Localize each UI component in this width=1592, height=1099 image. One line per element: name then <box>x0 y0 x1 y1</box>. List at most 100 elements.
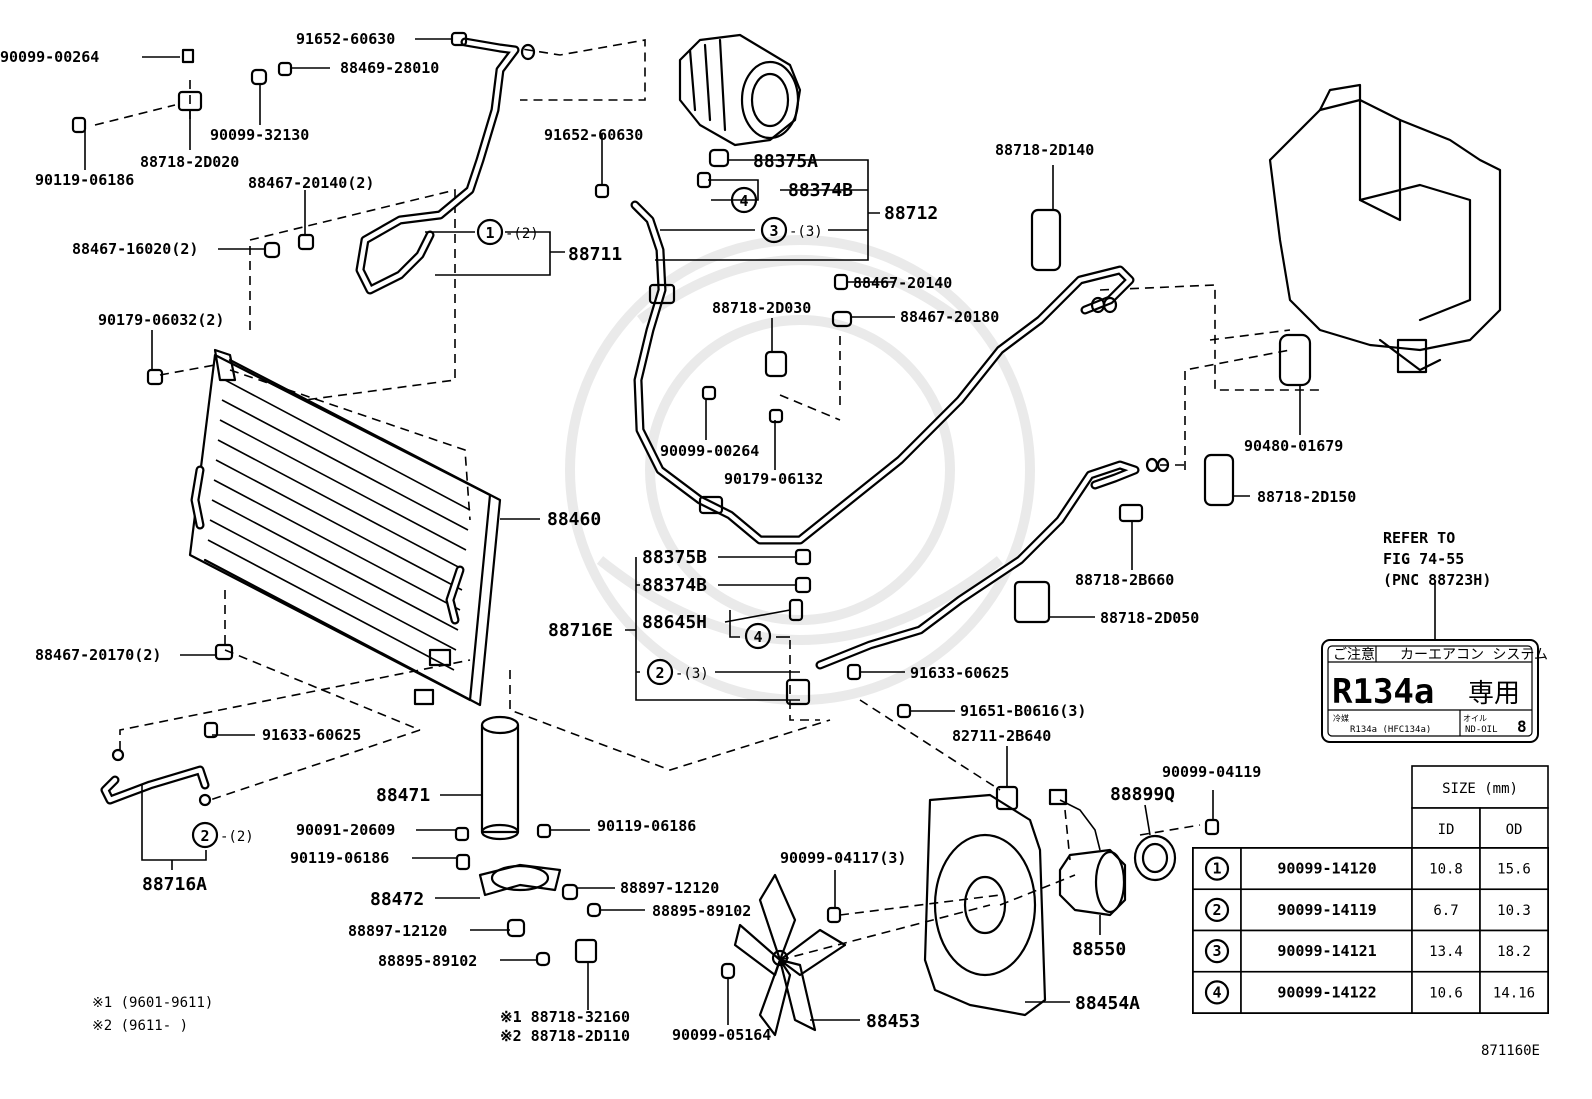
size-table-od: 14.16 <box>1493 985 1535 1001</box>
label-88454A: 88454A <box>1075 993 1140 1014</box>
note-1: ※1 (9601-9611) <box>92 995 213 1011</box>
cooling-fan <box>733 873 847 1037</box>
compressor <box>678 33 802 147</box>
refrigerant-label-sticker: ご注意 カーエアコン システム R134a 専用 冷媒 R134a (HFC13… <box>1321 639 1548 743</box>
label-91633-60625-b: 91633-60625 <box>910 664 1009 682</box>
condenser-outlet-tube <box>100 748 212 807</box>
circle-ref-4-upper: 4 <box>730 186 758 214</box>
size-table-id: 6.7 <box>1433 903 1458 919</box>
label-88711: 88711 <box>568 244 622 265</box>
sticker-oil-label: オイル <box>1463 714 1487 723</box>
size-table-col-id: ID <box>1438 822 1455 838</box>
size-table-row: 4 90099-14122 10.6 14.16 <box>1192 970 1549 1014</box>
label-90099-32130: 90099-32130 <box>210 126 309 144</box>
receiver-bracket <box>478 863 562 897</box>
leader-lines <box>84 38 1436 1025</box>
size-table-ref-circle <box>1204 980 1230 1005</box>
size-table-ref-circle <box>1204 856 1230 881</box>
size-table-part: 90099-14119 <box>1277 901 1376 919</box>
label-88712: 88712 <box>884 203 938 224</box>
label-91652-60630-a: 91652-60630 <box>296 30 395 48</box>
label-88453: 88453 <box>866 1011 920 1032</box>
label-88460: 88460 <box>547 509 601 530</box>
size-table-ref-circle <box>1204 897 1230 922</box>
label-90099-00264-b: 90099-00264 <box>660 442 759 460</box>
label-88467-20180: 88467-20180 <box>900 308 999 326</box>
label-88718-32160: ※1 88718-32160 <box>500 1008 630 1026</box>
label-88716A: 88716A <box>142 874 207 895</box>
size-table-od: 10.3 <box>1497 903 1531 919</box>
evaporator-housing <box>1268 83 1502 374</box>
circle-ref-2-middle: 2 -(3) <box>646 658 709 686</box>
label-90091-20609: 90091-20609 <box>296 821 395 839</box>
label-88718-2D110: ※2 88718-2D110 <box>500 1027 630 1045</box>
sticker-oil-number: 8 <box>1517 717 1527 736</box>
label-90099-00264-a: 90099-00264 <box>0 48 99 66</box>
label-88716E: 88716E <box>548 620 613 641</box>
size-table-row: 2 90099-14119 6.7 10.3 <box>1192 888 1549 932</box>
label-88467-20140-2: 88467-20140(2) <box>248 174 374 192</box>
label-90099-04117-3: 90099-04117(3) <box>780 849 906 867</box>
sticker-oil-value: ND-OIL <box>1465 725 1498 735</box>
label-88645H: 88645H <box>642 612 707 633</box>
size-table-col-od: OD <box>1506 822 1523 838</box>
label-88897-12120-b: 88897-12120 <box>348 922 447 940</box>
size-table-ref: 4 <box>1212 983 1221 1001</box>
label-88899Q: 88899Q <box>1110 784 1175 805</box>
svg-text:3: 3 <box>769 222 778 240</box>
circle-ref-3-qty: -(3) <box>789 224 823 240</box>
label-88895-89102-b: 88895-89102 <box>378 952 477 970</box>
label-88374B-b: 88374B <box>642 575 707 596</box>
suction-hose <box>630 200 1135 545</box>
figure-number: 871160E <box>1481 1043 1540 1059</box>
label-88471: 88471 <box>376 785 430 806</box>
size-table-od: 15.6 <box>1497 862 1531 878</box>
label-90119-06186-b: 90119-06186 <box>290 849 389 867</box>
size-table-header: SIZE (mm) <box>1442 781 1518 797</box>
circle-ref-1: 1 -(2) <box>476 218 539 246</box>
label-88897-12120-a: 88897-12120 <box>620 879 719 897</box>
size-table-part: 90099-14122 <box>1277 983 1376 1001</box>
label-90119-06186-c: 90119-06186 <box>597 817 696 835</box>
size-table-id: 10.6 <box>1429 985 1463 1001</box>
label-90119-06186-a: 90119-06186 <box>35 171 134 189</box>
svg-text:1: 1 <box>485 224 494 242</box>
sticker-coolant-label: 冷媒 <box>1333 713 1349 723</box>
label-88895-89102-a: 88895-89102 <box>652 902 751 920</box>
size-table-part: 90099-14121 <box>1277 942 1376 960</box>
label-88467-16020-2: 88467-16020(2) <box>72 240 198 258</box>
label-91651-B0616-3: 91651-B0616(3) <box>960 702 1086 720</box>
size-table-ref: 3 <box>1212 942 1221 960</box>
size-table-id: 10.8 <box>1429 862 1463 878</box>
size-table-id: 13.4 <box>1429 944 1463 960</box>
refer-line-3: (PNC 88723H) <box>1383 571 1491 589</box>
sticker-dedicated: 専用 <box>1468 679 1520 709</box>
label-91633-60625-a: 91633-60625 <box>262 726 361 744</box>
size-table-ref: 1 <box>1212 860 1221 878</box>
condenser <box>188 348 502 707</box>
label-88718-2D020: 88718-2D020 <box>140 153 239 171</box>
label-88718-2B660: 88718-2B660 <box>1075 571 1174 589</box>
circle-ref-2-lower-qty: -(2) <box>220 829 254 845</box>
receiver-drier <box>480 715 520 841</box>
sticker-refrigerant: R134a <box>1332 672 1434 712</box>
label-88469-28010: 88469-28010 <box>340 59 439 77</box>
size-table-ref-circle <box>1204 939 1230 964</box>
liquid-tube <box>815 457 1170 670</box>
sticker-caution: ご注意 <box>1333 646 1375 663</box>
circle-ref-3: 3 -(3) <box>760 216 823 244</box>
circle-references: 4 1 -(2) 3 -(3) 4 2 -(3) 2 -(2) <box>191 186 823 849</box>
size-table-ref: 2 <box>1212 901 1221 919</box>
svg-text:2: 2 <box>200 827 209 845</box>
date-notes: ※1 (9601-9611) ※2 (9611- ) <box>92 995 213 1034</box>
label-88718-2D150: 88718-2D150 <box>1257 488 1356 506</box>
fan-shroud <box>923 793 1047 1017</box>
label-88467-20140: 88467-20140 <box>853 274 952 292</box>
part-labels: 90099-00264 91652-60630 88469-28010 9009… <box>0 30 1356 1045</box>
label-90179-06132: 90179-06132 <box>724 470 823 488</box>
note-2: ※2 (9611- ) <box>92 1018 188 1034</box>
